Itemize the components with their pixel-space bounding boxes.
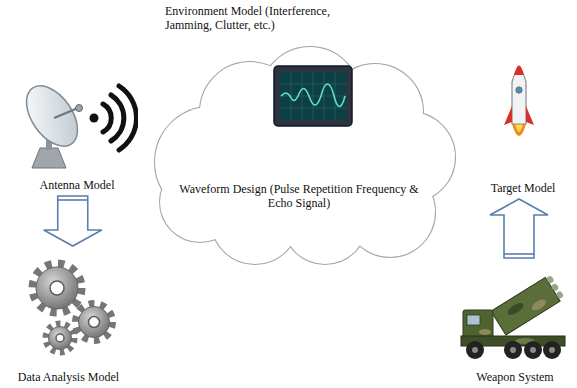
environment-heading: Environment Model (Interference, Jamming… — [165, 4, 375, 32]
cloud-outline — [140, 42, 458, 268]
target-node: Target Model — [474, 50, 572, 195]
missile-pod-part — [491, 274, 565, 335]
gear-medium-part — [76, 304, 112, 340]
arrow-tail-line — [58, 199, 88, 201]
rocket-body-part — [526, 106, 534, 125]
truck-wheels-part — [530, 347, 536, 353]
missile-pod-part-part — [551, 283, 560, 292]
signal-waves-part — [111, 95, 124, 141]
launcher-truck-icon — [455, 266, 567, 361]
gear-small-part — [46, 324, 74, 352]
oscilloscope-icon-part-part — [280, 84, 346, 85]
text-holder: Data Analysis Model — [2, 370, 135, 384]
cloud-fill-part — [160, 162, 240, 242]
missile-pod — [491, 274, 565, 335]
gear-medium — [76, 304, 112, 340]
rocket-flame-part — [512, 124, 526, 136]
block-arrow — [490, 199, 548, 258]
missile-pod-part-part — [555, 290, 564, 299]
antenna-dish — [16, 77, 88, 156]
antenna-base-part — [32, 148, 66, 168]
truck-wheels-part — [472, 347, 478, 353]
icon-label: Weapon System — [455, 370, 575, 384]
gear-small-part — [56, 334, 64, 342]
signal-waves-part — [119, 86, 137, 150]
truck-wheels-part — [510, 347, 516, 353]
rocket-icon — [474, 52, 564, 147]
text-holder: Waveform Design (Pulse Repetition Freque… — [179, 182, 419, 210]
rocket-body-part — [512, 69, 526, 124]
truck-body-part — [467, 315, 480, 325]
antenna-dish-part — [16, 77, 88, 156]
antenna-dish-part — [54, 108, 78, 118]
rocket-body-part — [516, 87, 522, 93]
signal-waves-part — [90, 114, 99, 123]
gear-large-part — [36, 267, 78, 309]
text-holder: Environment Model (Interference, Jamming… — [165, 4, 375, 32]
rocket-body-part — [504, 106, 512, 125]
text-holder: Target Model — [474, 181, 572, 195]
missile-pod-part-part — [530, 297, 548, 312]
signal-waves-part — [103, 104, 111, 132]
arrow-tail-line — [504, 253, 534, 255]
cloud-stroke — [155, 47, 455, 264]
gear-small — [46, 324, 74, 352]
gear-small-part — [49, 327, 72, 350]
truck-wheels-part — [524, 341, 542, 359]
signal-waves — [90, 86, 137, 150]
truck-wheels-part — [504, 341, 522, 359]
antenna-dish-part — [76, 105, 83, 112]
rocket-flame — [512, 124, 526, 136]
oscilloscope-icon-part — [280, 72, 346, 120]
text-holder: Antenna Model — [8, 178, 146, 192]
truck-body — [461, 310, 565, 346]
icon-label: Data Analysis Model — [2, 370, 135, 384]
gear-large-part — [33, 264, 81, 312]
cloud-node: Environment Model (Interference, Jamming… — [140, 42, 458, 268]
antenna-node: Antenna Model — [8, 70, 146, 192]
gear-large — [33, 264, 81, 312]
gear-large-part — [50, 281, 64, 295]
icon-label: Target Model — [474, 181, 572, 195]
truck-wheels-part — [466, 341, 484, 359]
gear-medium-part — [89, 317, 100, 328]
truck-body-part — [479, 329, 491, 335]
gear-medium-part — [79, 307, 110, 338]
truck-wheels-part — [543, 341, 561, 359]
arrow-outline — [490, 199, 548, 258]
arrow-outline — [44, 196, 102, 246]
rocket-body-part — [514, 66, 524, 76]
truck-wheels-part — [549, 347, 555, 353]
missile-pod-part-part — [546, 275, 555, 284]
cloud-stroke-part — [160, 162, 240, 242]
text-holder: Weapon System — [455, 370, 575, 384]
cloud-fill — [155, 47, 455, 264]
rocket-body — [504, 66, 534, 126]
data-analysis-node: Data Analysis Model — [2, 250, 135, 384]
oscilloscope-icon-part — [281, 84, 345, 107]
missile-pod-part-part — [506, 301, 526, 317]
oscilloscope-icon-part-part — [280, 108, 346, 109]
icon-label: Antenna Model — [8, 178, 146, 192]
waveform-text: Waveform Design (Pulse Repetition Freque… — [179, 182, 419, 210]
oscilloscope-icon-part — [280, 72, 346, 120]
block-arrow — [44, 196, 102, 246]
oscilloscope-icon — [274, 66, 352, 126]
antenna-icon — [8, 72, 138, 172]
weapon-node: Weapon System — [455, 262, 575, 384]
truck-wheels — [466, 341, 561, 359]
rocket-flame-part — [515, 124, 523, 132]
missile-pod-part-part — [491, 277, 560, 335]
gears-icon — [2, 252, 127, 362]
oscilloscope-icon-part — [274, 66, 352, 126]
